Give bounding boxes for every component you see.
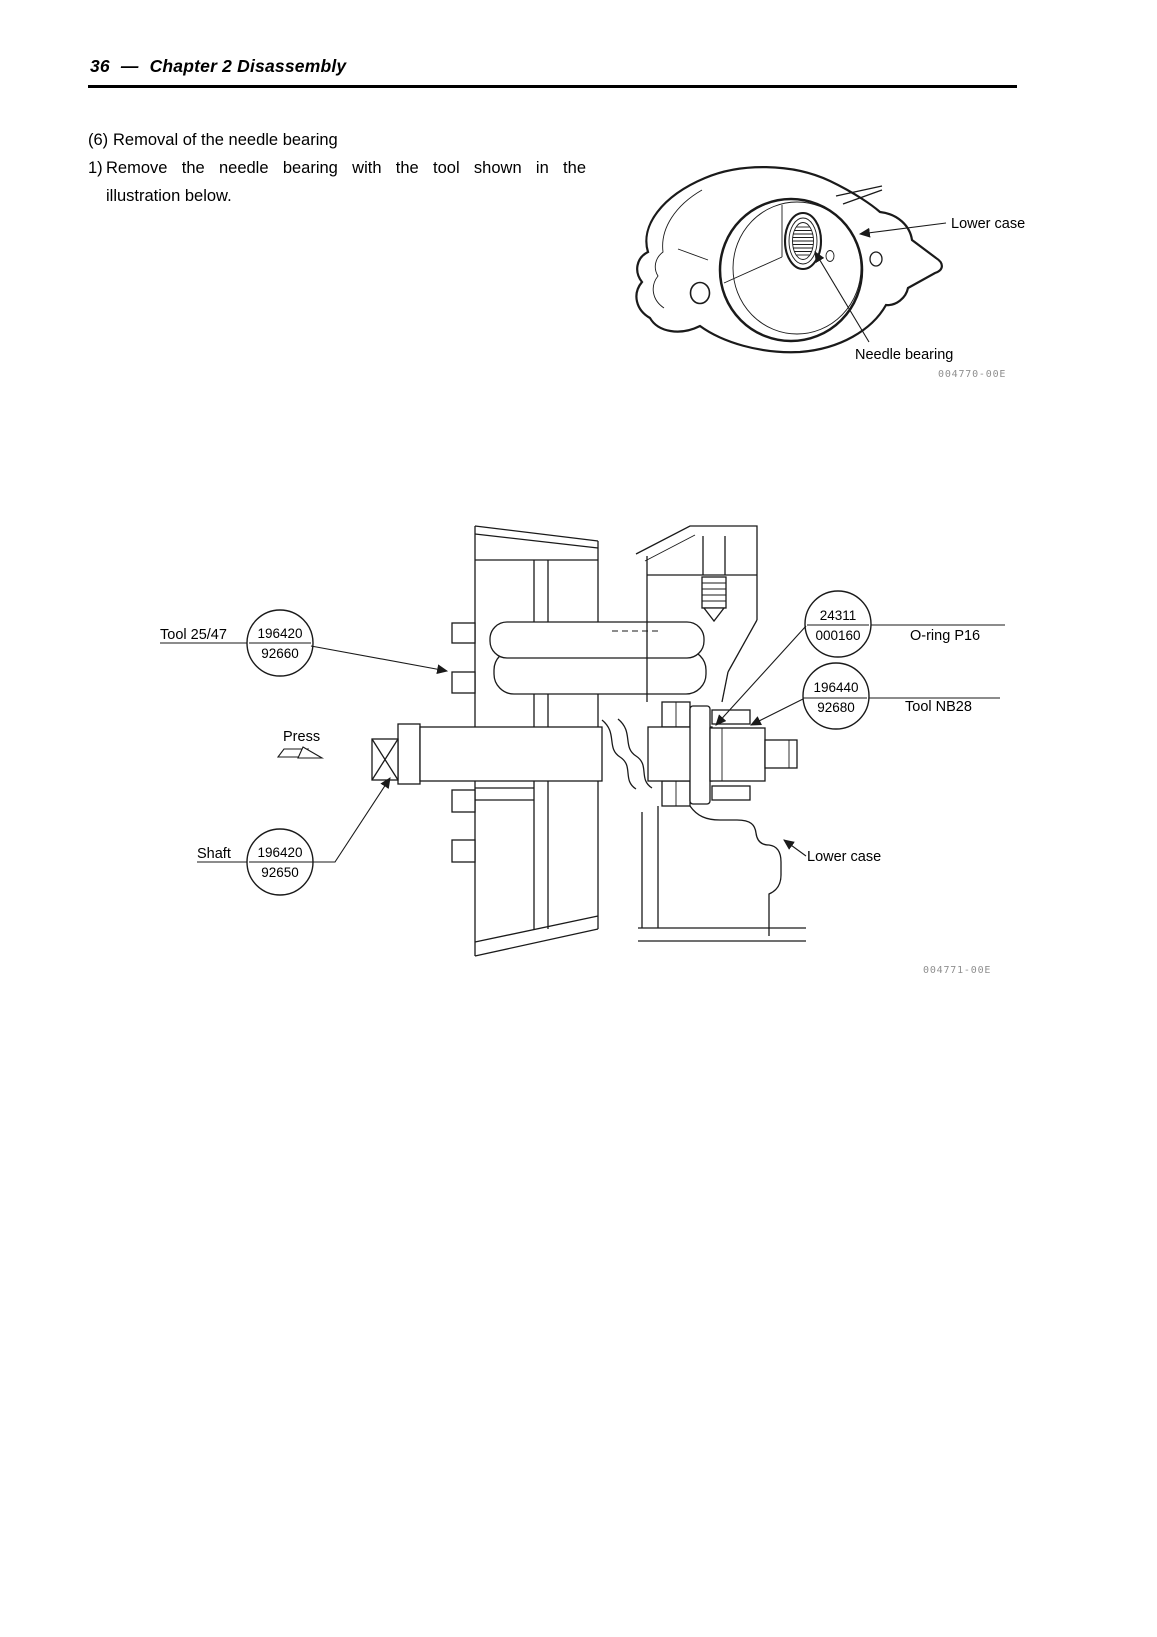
label-shaft: Shaft — [197, 846, 231, 862]
part-number-24311-000160-upper: 24311 — [820, 608, 857, 623]
lower-case-outline — [635, 166, 943, 354]
lower-case-section — [612, 525, 806, 942]
part-number-196440-92680-upper: 196440 — [813, 680, 858, 695]
part-number-24311-000160-lower: 000160 — [815, 628, 860, 643]
needle-bearing-drawing — [783, 211, 823, 271]
callout-tool-25-47: Tool 25/47 196420 92660 — [160, 609, 449, 677]
tool-nb28-drawing — [689, 705, 798, 805]
press-annotation: Press — [276, 729, 325, 759]
section-number: (6) — [88, 131, 109, 149]
callout-oring-p16: 24311 000160 O-ring P16 — [715, 590, 1005, 726]
part-number-196420-92660-upper: 196420 — [257, 626, 302, 641]
label-tool-nb28: Tool NB28 — [905, 699, 972, 715]
needle-bearing-leader — [814, 251, 870, 343]
callout-tool-nb28: 196440 92680 Tool NB28 — [750, 662, 1000, 730]
part-number-196420-92650-lower: 92650 — [261, 865, 299, 880]
figure-needle-bearing-location: Lower case Needle bearing 004770-00E — [635, 166, 1025, 380]
lower-case-annotation: Lower case — [783, 839, 881, 865]
label-needle-bearing: Needle bearing — [855, 347, 953, 363]
step-text-line1: Remove the needle bearing with the tool … — [106, 159, 586, 177]
part-number-196420-92660-lower: 92660 — [261, 646, 299, 661]
part-number-196420-92650-upper: 196420 — [257, 845, 302, 860]
label-lower-case-fig2: Lower case — [807, 849, 881, 865]
shaft-drawing — [371, 718, 713, 790]
page-number: 36 — [90, 56, 110, 76]
step-text-line2: illustration below. — [106, 187, 232, 205]
armature-section — [489, 621, 707, 695]
header-rule — [88, 85, 1017, 88]
chapter-title: Chapter 2 Disassembly — [149, 56, 347, 76]
case-holes — [689, 250, 883, 305]
lower-case-leader — [858, 222, 947, 238]
figure2-code: 004771-00E — [923, 965, 991, 976]
figure-bearing-removal-tool: Tool 25/47 196420 92660 Press Shaft 1964… — [160, 525, 1005, 976]
page-header: 36 — Chapter 2 Disassembly — [90, 56, 346, 77]
figure1-code: 004770-00E — [938, 369, 1006, 380]
part-number-196440-92680-lower: 92680 — [817, 700, 855, 715]
label-oring-p16: O-ring P16 — [910, 628, 980, 644]
step-number: 1) — [88, 159, 103, 177]
label-lower-case: Lower case — [951, 216, 1025, 232]
edge-pointer-lines — [835, 185, 883, 205]
callout-shaft: Shaft 196420 92650 — [197, 777, 391, 896]
section-heading: Removal of the needle bearing — [113, 131, 338, 149]
header-separator-dash: — — [120, 56, 139, 76]
case-opening — [718, 197, 864, 343]
label-press: Press — [283, 729, 320, 745]
label-tool-25-47: Tool 25/47 — [160, 627, 227, 643]
